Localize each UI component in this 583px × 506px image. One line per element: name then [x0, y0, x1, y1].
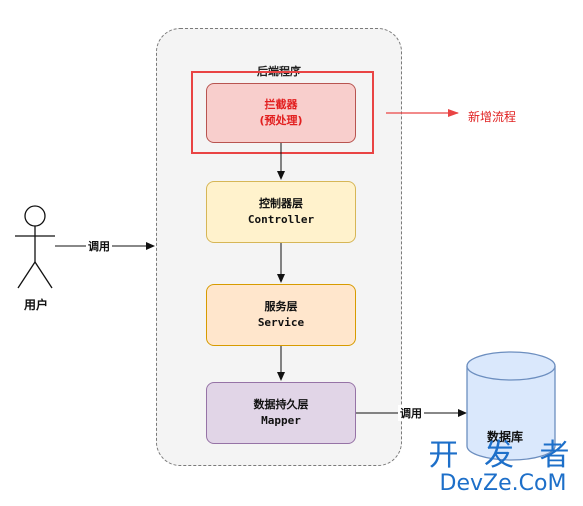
interceptor-title: 拦截器	[264, 98, 298, 111]
service-title: 服务层	[264, 300, 298, 313]
watermark-bottom-text: DevZe.CoM	[439, 471, 567, 496]
mapper-call-label: 调用	[398, 405, 424, 421]
service-box: 服务层 Service	[206, 284, 356, 346]
database-label: 数据库	[487, 430, 524, 444]
user-call-label: 调用	[86, 238, 112, 254]
mapper-box: 数据持久层 Mapper	[206, 382, 356, 444]
controller-title: 控制器层	[259, 197, 303, 210]
interceptor-subtitle: (预处理)	[259, 114, 303, 127]
controller-box: 控制器层 Controller	[206, 181, 356, 243]
service-subtitle: Service	[257, 316, 305, 329]
mapper-title: 数据持久层	[253, 398, 309, 411]
new-flow-highlight-frame	[191, 71, 374, 154]
mapper-subtitle: Mapper	[261, 414, 301, 427]
user-label: 用户	[24, 298, 49, 312]
watermark-top-text: 开 发 者	[428, 438, 578, 473]
devze-watermark-logo: 开 发 者 DevZe.CoM	[428, 440, 578, 496]
interceptor-box: 拦截器 (预处理)	[206, 83, 356, 143]
user-icon	[15, 205, 55, 289]
database-icon	[466, 351, 556, 461]
controller-subtitle: Controller	[247, 213, 315, 226]
new-flow-label: 新增流程	[468, 110, 517, 124]
